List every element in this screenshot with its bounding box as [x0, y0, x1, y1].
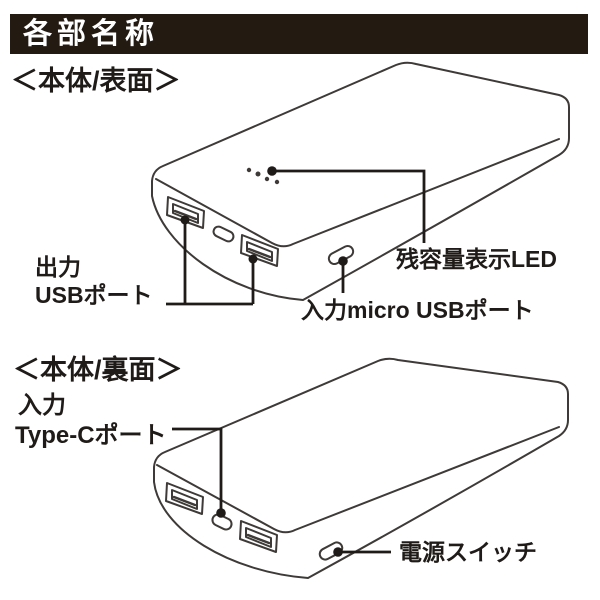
- type-c-port-icon: [211, 513, 233, 531]
- usb-a-port-2-icon: [240, 234, 279, 267]
- section-heading-front: ＜本体/表面＞: [11, 66, 181, 96]
- label-power-switch: 電源スイッチ: [399, 539, 537, 565]
- usb-a-port-3-icon: [165, 482, 204, 515]
- power-bank-front-top-edge: [155, 138, 560, 248]
- callout-power-switch: [333, 547, 391, 557]
- usb-a-port-1-icon: [166, 196, 205, 229]
- label-output-usb-line1: 出力: [35, 254, 81, 280]
- label-output-usb-line2: USBポート: [35, 282, 153, 308]
- callout-led: [267, 166, 426, 243]
- power-switch-icon: [318, 541, 344, 561]
- section-heading-back: ＜本体/裏面＞: [13, 355, 183, 385]
- led-indicator-dots: [246, 167, 280, 185]
- usb-a-port-4-icon: [239, 520, 278, 553]
- label-input-typec-line2: Type-Cポート: [15, 422, 167, 449]
- power-bank-back-top-edge: [156, 426, 560, 534]
- callout-output-usb: [166, 215, 258, 306]
- label-input-typec-line1: 入力: [18, 392, 66, 419]
- callout-type-c: [172, 427, 226, 518]
- power-bank-front-figure: [151, 61, 570, 306]
- label-input-micro-usb: 入力micro USBポート: [301, 297, 534, 323]
- header-bar: 各部名称: [10, 14, 588, 54]
- label-remaining-capacity-led: 残容量表示LED: [396, 246, 557, 272]
- page-title: 各部名称: [23, 17, 160, 50]
- power-bank-back-figure: [153, 357, 569, 579]
- micro-usb-slot-icon: [212, 225, 235, 243]
- power-bank-back-body: [153, 357, 569, 579]
- callout-micro-usb: [338, 256, 348, 293]
